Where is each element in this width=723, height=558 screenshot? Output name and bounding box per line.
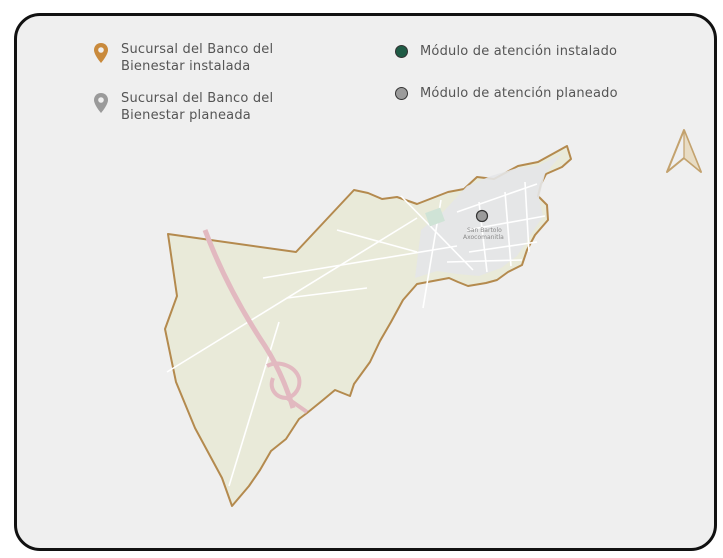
legend-module-installed-label: Módulo de atención instalado [420,44,618,59]
circle-dot-icon [395,87,408,100]
map-frame: San Bartolo Axocomanitla Sucursal del Ba… [14,13,717,551]
legend-branch-installed: Sucursal del Banco del Bienestar instala… [121,41,321,75]
legend-module-planned: Módulo de atención planeado [420,85,680,102]
legend-branch-installed-label: Sucursal del Banco del Bienestar instala… [121,42,274,74]
map-pin-icon [94,93,108,113]
north-arrow-icon [666,129,702,173]
town-label: San Bartolo Axocomanitla [463,227,504,241]
module-planned-marker[interactable] [475,209,489,223]
park-area [425,207,445,227]
map-canvas: San Bartolo Axocomanitla [164,145,572,507]
legend-branch-planned: Sucursal del Banco del Bienestar planead… [121,90,321,124]
legend-module-installed: Módulo de atención instalado [420,43,680,60]
circle-dot-icon [395,45,408,58]
legend-module-planned-label: Módulo de atención planeado [420,86,618,101]
map-pin-icon [94,43,108,63]
highway [202,229,309,414]
legend-branch-planned-label: Sucursal del Banco del Bienestar planead… [121,91,274,123]
